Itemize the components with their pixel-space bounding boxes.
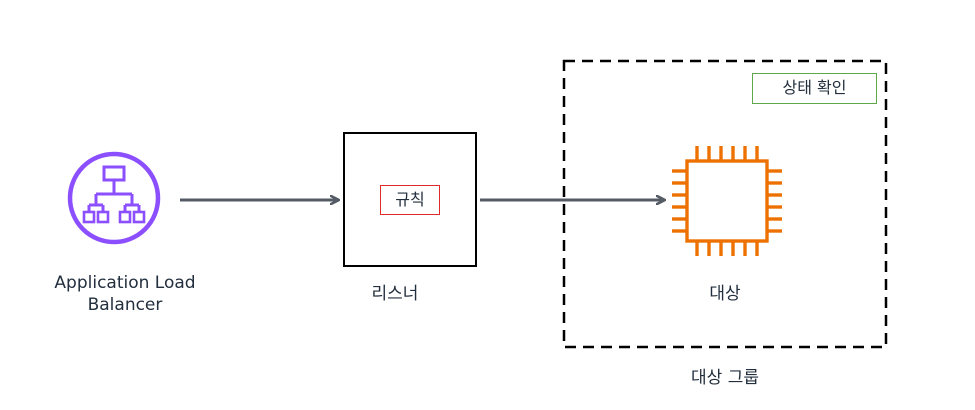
alb-label-line1: Application Load xyxy=(54,273,196,293)
target-group-label: 대상 그룹 xyxy=(691,368,759,388)
health-check-label: 상태 확인 xyxy=(782,78,847,97)
target-label: 대상 xyxy=(709,284,741,304)
target-group-boundary xyxy=(562,59,888,349)
compute-instance-chip-icon xyxy=(672,146,782,256)
rule-label: 규칙 xyxy=(395,190,425,209)
rule-box: 규칙 xyxy=(380,185,440,215)
alb-label-line2: Balancer xyxy=(87,295,163,315)
alb-label: Application Load Balancer xyxy=(30,272,220,316)
application-load-balancer-icon xyxy=(67,151,161,245)
health-check-box: 상태 확인 xyxy=(752,73,877,104)
listener-label: 리스너 xyxy=(371,284,419,304)
